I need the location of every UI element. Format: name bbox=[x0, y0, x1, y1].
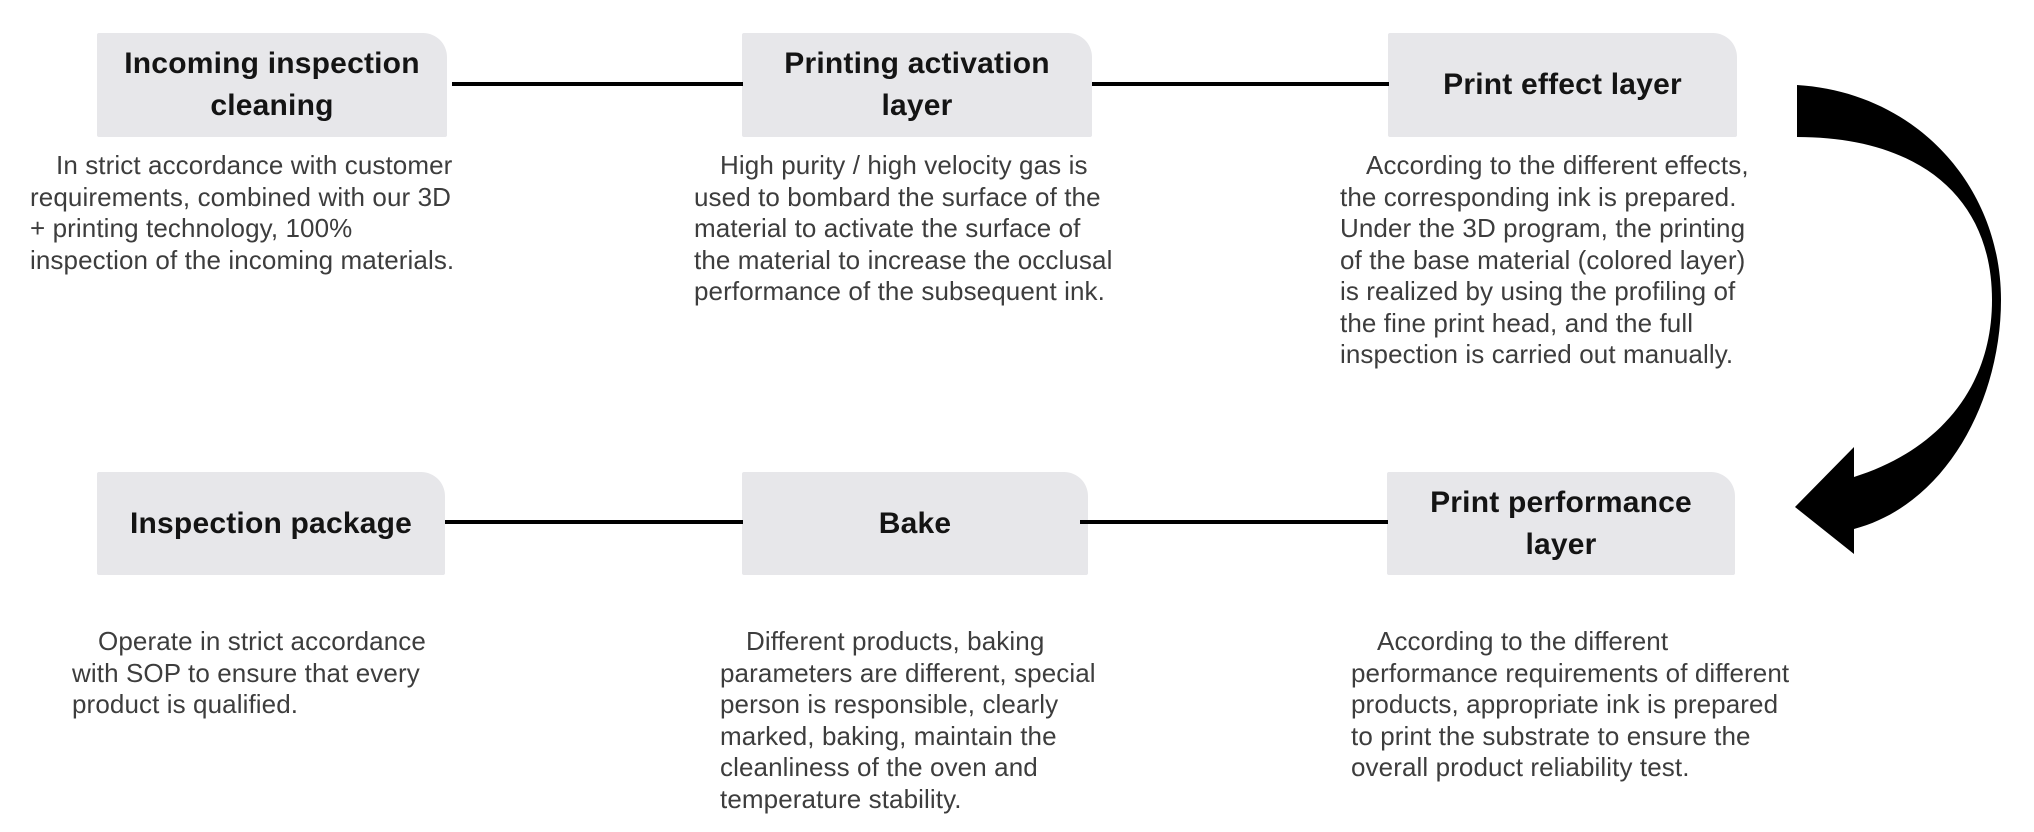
step-box-print-effect-layer: Print effect layer bbox=[1388, 33, 1737, 137]
step-label: Inspection package bbox=[129, 506, 413, 540]
step-description-incoming-inspection-cleaning: In strict accordance with customer requi… bbox=[30, 150, 455, 275]
step-label: Printing activation layer bbox=[784, 47, 1050, 122]
curved-down-arrow-icon bbox=[1795, 85, 2001, 554]
step-description-print-effect-layer: According to the different effects, the … bbox=[1340, 150, 1749, 369]
step-label: Bake bbox=[878, 506, 952, 540]
step-box-printing-activation-layer: Printing activation layer bbox=[742, 33, 1092, 137]
connector-line bbox=[452, 82, 743, 86]
step-description-bake: Different products, baking parameters ar… bbox=[720, 626, 1096, 814]
step-box-inspection-package: Inspection package bbox=[97, 472, 445, 575]
connector-line bbox=[1092, 82, 1389, 86]
step-label: Print effect layer bbox=[1443, 68, 1682, 101]
step-description-print-performance-layer: According to the different performance r… bbox=[1351, 626, 1790, 782]
step-box-print-performance-layer: Print performance layer bbox=[1387, 472, 1735, 575]
connector-line bbox=[445, 520, 743, 524]
step-box-bake: Bake bbox=[742, 472, 1088, 575]
step-label: Incoming inspection cleaning bbox=[124, 47, 420, 122]
step-description-printing-activation-layer: High purity / high velocity gas is used … bbox=[694, 150, 1113, 306]
step-box-incoming-inspection-cleaning: Incoming inspection cleaning bbox=[97, 33, 447, 137]
step-label: Print performance layer bbox=[1430, 485, 1692, 561]
step-description-inspection-package: Operate in strict accordance with SOP to… bbox=[72, 626, 426, 719]
connector-line bbox=[1080, 520, 1388, 524]
